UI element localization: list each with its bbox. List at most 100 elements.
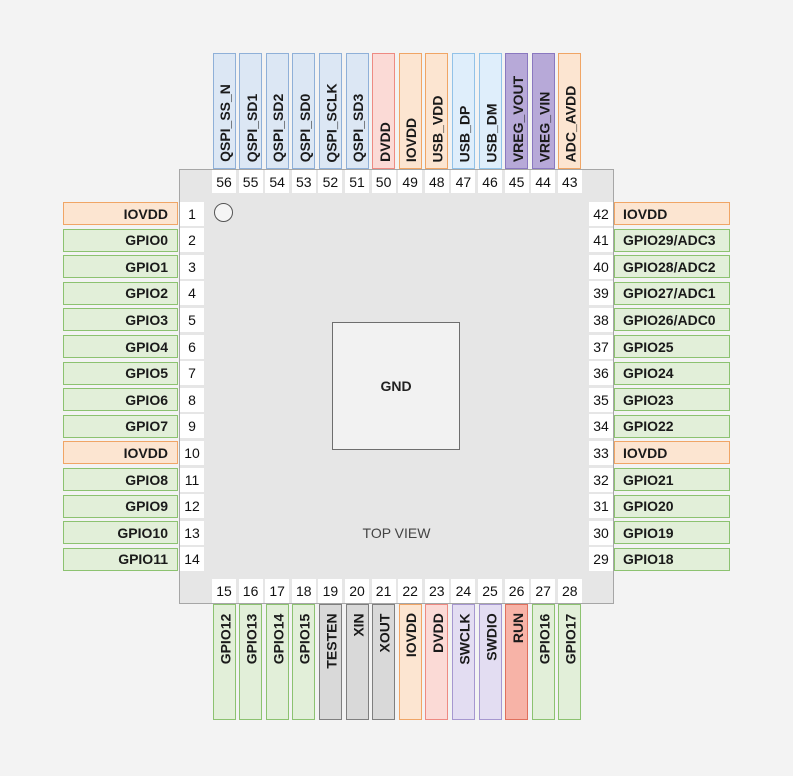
pin-label-gpio3: GPIO3 (63, 308, 178, 332)
pin-label-gpio29-adc3: GPIO29/ADC3 (614, 228, 730, 252)
pin-number: 44 (531, 170, 556, 193)
pin-label-gpio23: GPIO23 (614, 388, 730, 412)
pin-label-gpio15: GPIO15 (292, 604, 316, 720)
pin-label-iovdd: IOVDD (614, 441, 730, 465)
pin-number: 51 (345, 170, 369, 193)
pin-label-gpio14: GPIO14 (265, 604, 289, 720)
pin-number: 17 (265, 579, 290, 603)
pin-number: 35 (589, 387, 613, 412)
pin-label-iovdd: IOVDD (63, 202, 178, 225)
pin-label-gpio0: GPIO0 (63, 228, 178, 252)
pin-number: 30 (589, 520, 613, 545)
pin1-marker (214, 203, 233, 222)
pin-label-text: USB_DP (456, 105, 473, 162)
pin-label-text: GPIO17 (562, 613, 579, 664)
pin-number: 20 (345, 579, 369, 603)
pin-label-gpio12: GPIO12 (212, 604, 236, 720)
pin-number: 13 (180, 520, 204, 545)
pin-label-gpio28-adc2: GPIO28/ADC2 (614, 255, 730, 279)
pin-number: 34 (589, 414, 613, 439)
pin-label-gpio20: GPIO20 (614, 494, 730, 518)
pin-label-iovdd: IOVDD (398, 604, 422, 720)
pin-label-gpio16: GPIO16 (531, 604, 555, 720)
pin-label-text: USB_DM (483, 102, 500, 163)
pin-number: 42 (589, 201, 613, 226)
pin-number: 15 (212, 579, 236, 603)
pin-label-text: GPIO16 (535, 613, 552, 664)
pin-number: 14 (180, 547, 204, 572)
pin-label-qspi_sd1: QSPI_SD1 (239, 53, 263, 169)
pin-number: 47 (451, 170, 476, 193)
pin-label-text: ADC_AVDD (562, 85, 579, 162)
pin-number: 28 (557, 579, 582, 603)
pin-label-qspi_sclk: QSPI_SCLK (318, 53, 342, 169)
pin-label-text: QSPI_SD0 (297, 93, 314, 163)
pin-number: 5 (180, 307, 204, 332)
pin-number: 21 (371, 579, 396, 603)
top-view-label: TOP VIEW (362, 525, 431, 541)
pin-number: 52 (318, 170, 343, 193)
pin-label-text: IOVDD (403, 117, 420, 163)
pin-label-text: QSPI_SD2 (270, 93, 287, 163)
pin-label-gpio17: GPIO17 (558, 604, 582, 720)
pin-label-gpio27-adc1: GPIO27/ADC1 (614, 281, 730, 305)
pin-number: 29 (589, 547, 613, 572)
pin-number: 7 (180, 361, 204, 386)
pin-number: 50 (371, 170, 396, 193)
pin-number: 25 (478, 579, 502, 603)
ground-pad-label: GND (380, 378, 412, 394)
pin-number: 33 (589, 440, 613, 465)
pin-label-gpio2: GPIO2 (63, 281, 178, 305)
pin-label-gpio9: GPIO9 (63, 494, 178, 518)
pin-label-gpio5: GPIO5 (63, 361, 178, 385)
pin-label-xin: XIN (345, 604, 369, 720)
pin-number: 31 (589, 494, 613, 519)
pin-label-text: RUN (509, 612, 526, 644)
pin-label-text: XIN (350, 612, 367, 637)
pin-number: 41 (589, 228, 613, 253)
pin-label-text: QSPI_SD3 (350, 93, 367, 163)
pin-label-testen: TESTEN (318, 604, 342, 720)
pin-label-iovdd: IOVDD (614, 202, 730, 225)
pin-number: 49 (398, 170, 423, 193)
pin-label-text: GPIO12 (216, 613, 233, 664)
pin-label-run: RUN (505, 604, 529, 720)
pin-number: 16 (238, 579, 263, 603)
pin-label-text: GPIO15 (296, 613, 313, 664)
pin-number: 53 (291, 170, 316, 193)
pin-label-qspi_sd0: QSPI_SD0 (292, 53, 316, 169)
pin-label-gpio7: GPIO7 (63, 414, 178, 438)
pin-label-gpio1: GPIO1 (63, 255, 178, 279)
pin-label-text: SWDIO (483, 612, 500, 661)
pin-number: 40 (589, 254, 613, 279)
pin-label-usb_vdd: USB_VDD (425, 53, 449, 169)
pin-number: 22 (398, 579, 423, 603)
pin-number: 23 (424, 579, 449, 603)
pin-number: 54 (265, 170, 290, 193)
pin-number: 55 (238, 170, 263, 193)
pin-label-xout: XOUT (372, 604, 396, 720)
pin-label-gpio26-adc0: GPIO26/ADC0 (614, 308, 730, 332)
pin-label-text: QSPI_SD1 (243, 93, 260, 163)
pin-number: 32 (589, 467, 613, 492)
pin-label-swdio: SWDIO (478, 604, 502, 720)
pin-label-text: IOVDD (403, 612, 420, 658)
pin-label-vreg_vout: VREG_VOUT (505, 53, 529, 169)
pin-number: 10 (180, 440, 204, 465)
pin-label-swclk: SWCLK (451, 604, 475, 720)
pin-number: 26 (504, 579, 529, 603)
pin-label-text: USB_VDD (429, 95, 446, 162)
pin-label-text: XOUT (376, 613, 393, 652)
pin-label-text: VREG_VOUT (509, 75, 526, 163)
pin-number: 45 (504, 170, 529, 193)
pin-number: 4 (180, 281, 204, 306)
pin-label-vreg_vin: VREG_VIN (531, 53, 555, 169)
pin-label-qspi_sd2: QSPI_SD2 (265, 53, 289, 169)
pin-label-gpio22: GPIO22 (614, 414, 730, 438)
pin-label-text: VREG_VIN (536, 91, 553, 162)
pin-label-text: GPIO13 (243, 613, 260, 664)
pin-number: 37 (589, 334, 613, 359)
pin-number: 43 (557, 170, 582, 193)
pin-label-qspi_sd3: QSPI_SD3 (345, 53, 369, 169)
pin-label-gpio4: GPIO4 (63, 335, 178, 358)
